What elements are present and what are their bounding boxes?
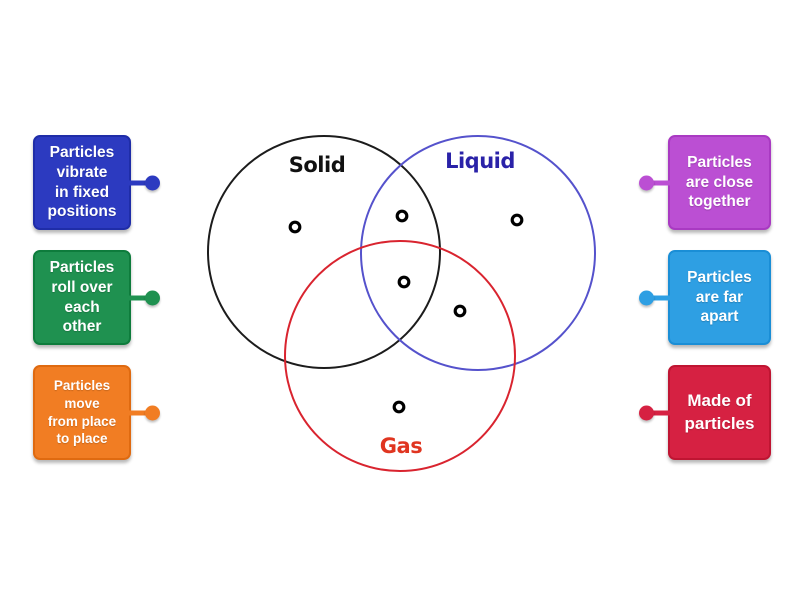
connector-stub <box>129 295 149 300</box>
connector-knob <box>145 290 160 305</box>
answer-point-solid-liquid[interactable] <box>395 209 409 223</box>
connector-stub <box>650 295 670 300</box>
answer-point-liquid-gas[interactable] <box>453 304 467 318</box>
venn-circle-gas <box>284 240 516 472</box>
answer-point-gas-only[interactable] <box>392 400 406 414</box>
answer-point-solid-liquid-gas[interactable] <box>397 275 411 289</box>
connector-stub <box>129 180 149 185</box>
connector-knob <box>639 290 654 305</box>
venn-circle-liquid <box>360 135 596 371</box>
venn-label-liquid: Liquid <box>445 149 515 173</box>
connector-knob <box>145 405 160 420</box>
connector-knob <box>145 175 160 190</box>
venn-circle-solid <box>207 135 441 369</box>
connector-stub <box>650 180 670 185</box>
connector-stub <box>650 410 670 415</box>
venn-label-solid: Solid <box>289 153 345 177</box>
answer-point-solid-only[interactable] <box>288 220 302 234</box>
answer-point-liquid-only[interactable] <box>510 213 524 227</box>
connector-stub <box>129 410 149 415</box>
connector-knob <box>639 405 654 420</box>
venn-label-gas: Gas <box>380 434 422 458</box>
connector-knob <box>639 175 654 190</box>
